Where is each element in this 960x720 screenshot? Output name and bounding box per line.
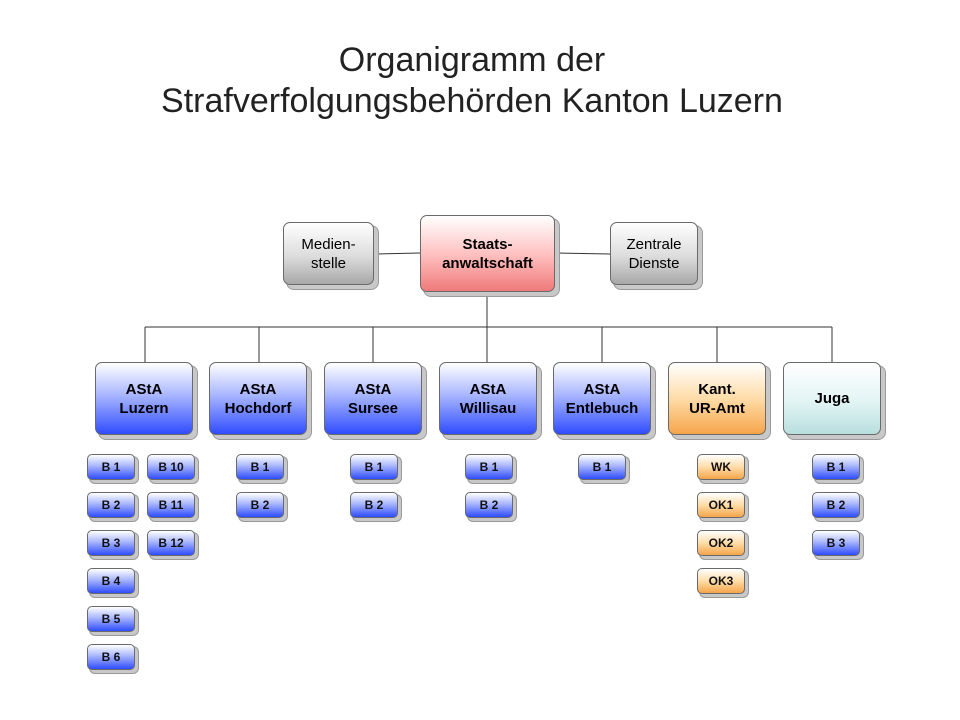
node-asta-sursee: AStA Sursee (324, 362, 422, 435)
sub-luzern-b5: B 5 (87, 606, 135, 632)
sub-luzern-b2: B 2 (87, 492, 135, 518)
sub-hochdorf-b1: B 1 (236, 454, 284, 480)
node-asta-willisau-line-2: Willisau (459, 399, 517, 417)
sub-hochdorf-b2: B 2 (236, 492, 284, 518)
page-title: Organigramm der Strafverfolgungsbehörden… (0, 40, 944, 122)
node-juga-label: Juga (814, 390, 850, 407)
sub-luzern-b12: B 12 (147, 530, 195, 556)
title-line-1: Organigramm der (338, 41, 606, 79)
node-juga: Juga (783, 362, 881, 435)
node-staatsanwaltschaft-line-1: Staats- (462, 235, 513, 253)
sub-juga-b1: B 1 (812, 454, 860, 480)
sub-luzern-b6: B 6 (87, 644, 135, 670)
sub-kant-wk: WK (697, 454, 745, 480)
sub-sursee-b1: B 1 (350, 454, 398, 480)
sub-kant-ok1: OK1 (697, 492, 745, 518)
node-medienstelle-line-1: Medien- (301, 235, 356, 253)
sub-luzern-b11: B 11 (147, 492, 195, 518)
node-asta-hochdorf-line-1: AStA (239, 380, 277, 398)
sub-juga-b2: B 2 (812, 492, 860, 518)
sub-sursee-b2: B 2 (350, 492, 398, 518)
node-asta-luzern-line-1: AStA (125, 380, 163, 398)
node-asta-luzern-line-2: Luzern (119, 399, 169, 417)
node-asta-willisau-line-1: AStA (469, 380, 507, 398)
node-asta-sursee-line-2: Sursee (347, 399, 399, 417)
sub-luzern-b3: B 3 (87, 530, 135, 556)
sub-luzern-b4: B 4 (87, 568, 135, 594)
node-asta-entlebuch: AStA Entlebuch (553, 362, 651, 435)
node-asta-entlebuch-line-2: Entlebuch (565, 399, 639, 417)
node-staatsanwaltschaft-line-2: anwaltschaft (442, 254, 533, 272)
node-medienstelle: Medien- stelle (283, 222, 374, 285)
node-kant-ur-amt-line-1: Kant. (698, 380, 736, 398)
node-zentrale-dienste: Zentrale Dienste (610, 222, 698, 285)
sub-kant-ok3: OK3 (697, 568, 745, 594)
connector-medien (373, 252, 421, 255)
sub-willisau-b2: B 2 (465, 492, 513, 518)
node-asta-luzern: AStA Luzern (95, 362, 193, 435)
sub-willisau-b1: B 1 (465, 454, 513, 480)
node-asta-sursee-line-1: AStA (354, 380, 392, 398)
node-asta-hochdorf-line-2: Hochdorf (224, 399, 292, 417)
sub-entlebuch-b1: B 1 (578, 454, 626, 480)
node-kant-ur-amt: Kant. UR-Amt (668, 362, 766, 435)
sub-kant-ok2: OK2 (697, 530, 745, 556)
node-zentrale-dienste-line-1: Zentrale (626, 235, 682, 253)
node-medienstelle-line-2: stelle (310, 254, 347, 272)
node-kant-ur-amt-line-2: UR-Amt (689, 399, 745, 417)
sub-juga-b3: B 3 (812, 530, 860, 556)
title-line-2: Strafverfolgungsbehörden Kanton Luzern (161, 82, 783, 120)
node-asta-entlebuch-line-1: AStA (583, 380, 621, 398)
node-staatsanwaltschaft: Staats- anwaltschaft (420, 215, 555, 292)
sub-luzern-b1: B 1 (87, 454, 135, 480)
connector-zentrale (554, 252, 611, 255)
node-asta-willisau: AStA Willisau (439, 362, 537, 435)
node-zentrale-dienste-line-2: Dienste (628, 254, 680, 272)
sub-luzern-b10: B 10 (147, 454, 195, 480)
node-asta-hochdorf: AStA Hochdorf (209, 362, 307, 435)
